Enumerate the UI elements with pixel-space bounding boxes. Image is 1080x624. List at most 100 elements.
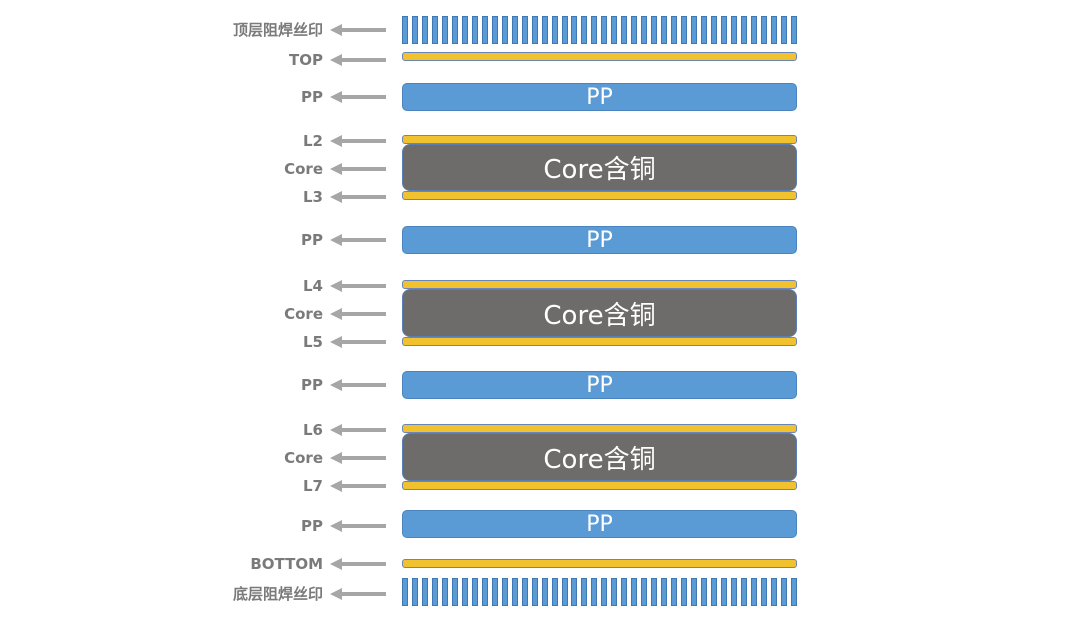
label-top-silkscreen: 顶层阻焊丝印 <box>232 21 323 39</box>
solder-mask-segment <box>621 578 628 606</box>
prepreg-4: PP <box>402 510 797 538</box>
solder-mask-segment <box>661 16 668 44</box>
solder-mask-segment <box>402 16 408 44</box>
label-l7: L7 <box>303 477 323 495</box>
solder-mask-segment <box>531 578 538 606</box>
solder-mask-segment <box>671 578 678 606</box>
solder-mask-segment <box>611 578 618 606</box>
solder-mask-segment <box>431 16 438 44</box>
solder-mask-segment <box>402 578 408 606</box>
solder-mask-segment <box>631 578 638 606</box>
label-core-3: Core <box>284 449 323 467</box>
core-3: Core含铜 <box>402 433 797 481</box>
solder-mask-segment <box>691 16 698 44</box>
copper-l2 <box>402 135 797 144</box>
solder-mask-segment <box>551 578 558 606</box>
label-top: TOP <box>289 51 323 69</box>
solder-mask-segment <box>451 578 458 606</box>
top-solder-mask <box>402 16 797 44</box>
solder-mask-segment <box>511 578 518 606</box>
solder-mask-segment <box>760 16 767 44</box>
solder-mask-segment <box>501 578 508 606</box>
label-bottom: BOTTOM <box>250 555 323 573</box>
solder-mask-segment <box>541 16 548 44</box>
solder-mask-segment <box>491 16 498 44</box>
solder-mask-segment <box>770 16 777 44</box>
solder-mask-segment <box>461 16 468 44</box>
solder-mask-segment <box>441 16 448 44</box>
core-1: Core含铜 <box>402 144 797 191</box>
solder-mask-segment <box>541 578 548 606</box>
arrow-left-icon <box>330 191 386 203</box>
label-bottom-silkscreen: 底层阻焊丝印 <box>232 585 323 603</box>
solder-mask-segment <box>421 578 428 606</box>
label-core-1: Core <box>284 160 323 178</box>
arrow-left-icon <box>330 234 386 246</box>
solder-mask-segment <box>721 578 727 606</box>
solder-mask-segment <box>571 16 578 44</box>
solder-mask-segment <box>760 578 767 606</box>
solder-mask-segment <box>591 578 598 606</box>
copper-l4 <box>402 280 797 289</box>
solder-mask-segment <box>481 578 488 606</box>
solder-mask-segment <box>531 16 538 44</box>
solder-mask-segment <box>581 16 588 44</box>
solder-mask-segment <box>780 16 787 44</box>
solder-mask-segment <box>691 578 698 606</box>
label-core-2: Core <box>284 305 323 323</box>
arrow-left-icon <box>330 308 386 320</box>
core-2: Core含铜 <box>402 289 797 337</box>
arrow-left-icon <box>330 280 386 292</box>
solder-mask-segment <box>471 578 478 606</box>
arrow-left-icon <box>330 424 386 436</box>
solder-mask-segment <box>651 16 658 44</box>
solder-mask-segment <box>711 578 718 606</box>
arrow-left-icon <box>330 24 386 36</box>
label-l5: L5 <box>303 333 323 351</box>
solder-mask-segment <box>521 16 528 44</box>
solder-mask-segment <box>701 578 708 606</box>
label-l3: L3 <box>303 188 323 206</box>
solder-mask-segment <box>601 16 608 44</box>
arrow-left-icon <box>330 91 386 103</box>
solder-mask-segment <box>740 16 747 44</box>
arrow-left-icon <box>330 379 386 391</box>
label-pp-3: PP <box>301 376 323 394</box>
label-l6: L6 <box>303 421 323 439</box>
arrow-left-icon <box>330 163 386 175</box>
solder-mask-segment <box>651 578 658 606</box>
bottom-solder-mask <box>402 578 797 606</box>
arrow-left-icon <box>330 452 386 464</box>
solder-mask-segment <box>740 578 747 606</box>
solder-mask-segment <box>521 578 528 606</box>
prepreg-3: PP <box>402 371 797 399</box>
arrow-left-icon <box>330 54 386 66</box>
solder-mask-segment <box>631 16 638 44</box>
solder-mask-segment <box>661 578 668 606</box>
solder-mask-segment <box>431 578 438 606</box>
label-l4: L4 <box>303 277 323 295</box>
solder-mask-segment <box>681 16 688 44</box>
arrow-left-icon <box>330 336 386 348</box>
solder-mask-segment <box>411 578 418 606</box>
arrow-left-icon <box>330 135 386 147</box>
copper-l5 <box>402 337 797 346</box>
solder-mask-segment <box>441 578 448 606</box>
copper-l6 <box>402 424 797 433</box>
solder-mask-segment <box>461 578 468 606</box>
solder-mask-segment <box>511 16 518 44</box>
solder-mask-segment <box>641 578 648 606</box>
solder-mask-segment <box>411 16 418 44</box>
solder-mask-segment <box>750 16 757 44</box>
label-pp-1: PP <box>301 88 323 106</box>
solder-mask-segment <box>701 16 708 44</box>
solder-mask-segment <box>571 578 578 606</box>
solder-mask-segment <box>750 578 757 606</box>
solder-mask-segment <box>561 16 568 44</box>
solder-mask-segment <box>601 578 608 606</box>
label-pp-4: PP <box>301 517 323 535</box>
label-pp-2: PP <box>301 231 323 249</box>
solder-mask-segment <box>551 16 558 44</box>
copper-l3 <box>402 191 797 200</box>
